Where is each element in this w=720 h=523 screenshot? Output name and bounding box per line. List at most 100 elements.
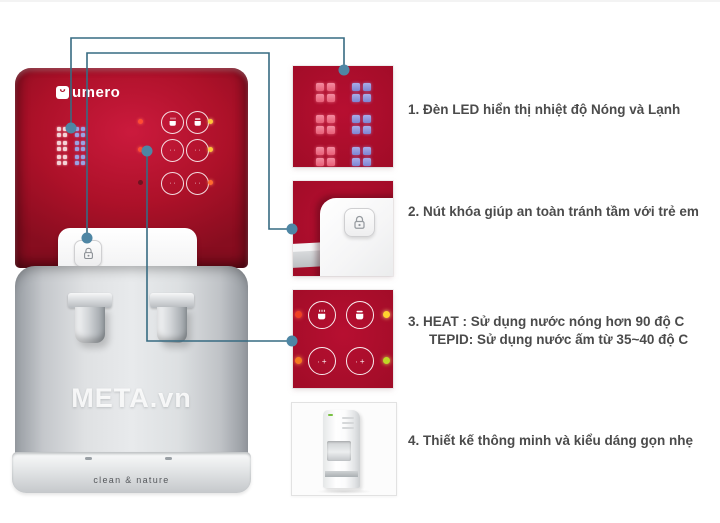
mini-control-mark (342, 427, 354, 429)
tepid-button-zoom (346, 301, 374, 329)
led-dot (63, 161, 67, 165)
led-dot (81, 127, 85, 131)
lock-icon (354, 215, 365, 229)
feature-box-design (291, 402, 397, 496)
hot-water-button[interactable] (161, 111, 184, 134)
feature-box-lock (293, 181, 393, 276)
base-label: clean & nature (93, 475, 170, 485)
led-dot (81, 161, 85, 165)
led-dot (75, 161, 79, 165)
tepid-water-cup-icon (194, 118, 201, 126)
led-dot (327, 147, 335, 155)
led-dot (352, 147, 360, 155)
hot-water-tap-spout (75, 307, 105, 343)
cold-water-tap[interactable] (150, 293, 194, 308)
led-dot (316, 126, 324, 134)
led-dot (363, 83, 371, 91)
mini-dispensing-recess (327, 441, 351, 461)
led-dot (75, 141, 79, 145)
led-group-cold (352, 83, 371, 102)
child-lock-button[interactable] (74, 240, 102, 267)
led-dot (363, 158, 371, 166)
led-group-hot (316, 115, 335, 134)
status-led (138, 119, 143, 124)
led-group-hot (57, 155, 67, 165)
led-dot (363, 126, 371, 134)
led-group-cold (352, 147, 371, 166)
led-dot (63, 127, 67, 131)
dispenser-silver-bottom (15, 266, 248, 456)
led-dot (327, 94, 335, 102)
led-group-hot (57, 141, 67, 151)
child-lock-mode-button[interactable] (186, 172, 209, 195)
eco-mode-button-zoom (308, 347, 336, 375)
hot-water-cup-icon (318, 309, 326, 319)
led-dot (63, 155, 67, 159)
hot-water-tap[interactable] (68, 293, 112, 308)
drip-tray-slot (85, 457, 92, 460)
led-dot (363, 115, 371, 123)
status-led (208, 119, 213, 124)
led-dot (352, 94, 360, 102)
status-led (138, 180, 143, 185)
cold-water-button[interactable] (186, 139, 209, 162)
led-dot (63, 141, 67, 145)
led-dot (352, 158, 360, 166)
status-led (208, 147, 213, 152)
led-dot (363, 94, 371, 102)
led-group-hot (57, 127, 67, 137)
brand-logo-text: umero (72, 84, 121, 101)
led-dot (81, 133, 85, 137)
tepid-water-button[interactable] (186, 111, 209, 134)
led-dot (327, 115, 335, 123)
feature-caption-3: 3. HEAT : Sử dụng nước nóng hơn 90 độ C … (408, 313, 688, 348)
eco-mode-button[interactable] (161, 172, 184, 195)
led-dot (63, 133, 67, 137)
cold-water-tap-spout (157, 307, 187, 343)
led-group-cold (75, 141, 85, 151)
dispenser-base: clean & nature (12, 452, 251, 493)
led-dot (75, 133, 79, 137)
led-dot (57, 155, 61, 159)
led-dot (352, 126, 360, 134)
mini-dispenser-logo (328, 414, 333, 416)
status-led (383, 357, 390, 364)
status-led (383, 311, 390, 318)
warm-water-button[interactable] (161, 139, 184, 162)
led-group-cold (75, 155, 85, 165)
mini-control-mark (342, 417, 354, 419)
heat-button-zoom (308, 301, 336, 329)
led-dot (316, 158, 324, 166)
tepid-water-cup-icon (356, 310, 364, 319)
mini-control-mark (342, 422, 354, 424)
led-dot (75, 147, 79, 151)
brand-logo-icon (56, 84, 69, 99)
led-dot (316, 115, 324, 123)
mini-dispenser-photo (323, 410, 360, 488)
led-dot (81, 141, 85, 145)
child-lock-button-zoom (344, 208, 375, 237)
mini-dispenser-shadow (316, 489, 372, 494)
watermark: META.vn (71, 383, 192, 413)
led-dot (57, 127, 61, 131)
lock-icon (83, 247, 93, 260)
feature-caption-2: 2. Nút khóa giúp an toàn tránh tầm với t… (408, 204, 699, 219)
led-dot (81, 147, 85, 151)
led-dot (63, 147, 67, 151)
led-group-hot (316, 83, 335, 102)
led-group-cold (75, 127, 85, 137)
led-dot (57, 133, 61, 137)
led-dot (81, 155, 85, 159)
status-led (295, 357, 302, 364)
led-dot (316, 83, 324, 91)
led-dot (352, 83, 360, 91)
status-led (295, 311, 302, 318)
led-dot (316, 94, 324, 102)
led-temperature-display (57, 127, 85, 165)
led-dot (327, 158, 335, 166)
led-group-hot (316, 147, 335, 166)
led-dot (75, 127, 79, 131)
lock-mode-button-zoom (346, 347, 374, 375)
hot-water-cup-icon (169, 117, 176, 126)
